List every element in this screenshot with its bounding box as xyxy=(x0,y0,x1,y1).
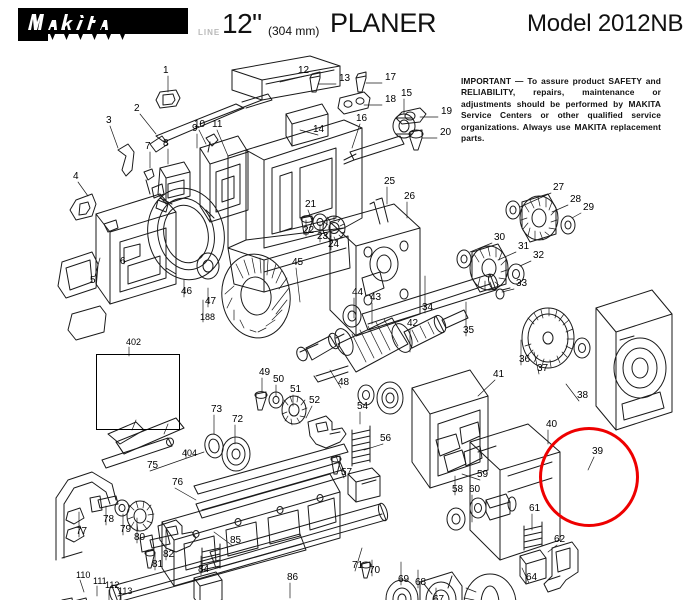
makita-logo xyxy=(18,6,188,46)
callout-number-86: 86 xyxy=(287,572,299,583)
callout-number-58: 58 xyxy=(452,484,464,495)
callout-number-67: 67 xyxy=(433,594,445,600)
model-number-label: Model 2012NB xyxy=(527,10,684,37)
callout-number-45: 45 xyxy=(292,257,304,268)
callout-number-21: 21 xyxy=(305,199,317,210)
callout-number-112: 112 xyxy=(105,580,120,590)
callout-number-37: 37 xyxy=(537,363,549,374)
callout-number-11: 11 xyxy=(212,119,223,130)
callout-number-25: 25 xyxy=(384,176,396,187)
callout-number-3: 3 xyxy=(106,115,112,126)
size-metric-label: (304 mm) xyxy=(268,24,320,38)
callout-number-4: 4 xyxy=(73,171,79,182)
callout-number-12: 12 xyxy=(298,65,310,76)
callout-number-75: 75 xyxy=(147,460,159,471)
callout-number-26: 26 xyxy=(404,191,416,202)
callout-number-73: 73 xyxy=(211,404,223,415)
callout-number-77: 77 xyxy=(76,526,88,537)
callout-number-110: 110 xyxy=(76,570,91,580)
callout-number-85: 85 xyxy=(230,535,242,546)
callout-number-61: 61 xyxy=(529,503,541,514)
callout-number-43: 43 xyxy=(370,292,382,303)
callout-number-6: 6 xyxy=(120,256,126,267)
callout-number-28: 28 xyxy=(570,194,582,205)
callout-number-30: 30 xyxy=(494,232,506,243)
callout-number-78: 78 xyxy=(103,514,115,525)
callout-number-40: 40 xyxy=(546,419,558,430)
callout-number-76: 76 xyxy=(172,477,184,488)
callout-number-36: 36 xyxy=(519,354,531,365)
callout-number-27: 27 xyxy=(553,182,565,193)
callout-number-22: 22 xyxy=(303,225,315,236)
callout-number-402: 402 xyxy=(126,337,142,347)
callout-number-57: 57 xyxy=(341,467,353,478)
callout-number-5: 5 xyxy=(90,275,96,286)
callout-number-42: 42 xyxy=(407,318,419,329)
callout-number-29: 29 xyxy=(583,202,595,213)
product-type-label: PLANER xyxy=(330,8,437,38)
callout-number-44: 44 xyxy=(352,287,364,298)
callout-number-46: 46 xyxy=(181,286,193,297)
exploded-parts-diagram xyxy=(0,52,700,600)
callout-number-34: 34 xyxy=(422,302,434,313)
callout-number-56: 56 xyxy=(380,433,392,444)
callout-number-64: 64 xyxy=(526,572,538,583)
callout-number-9: 9 xyxy=(192,123,198,134)
callout-number-20: 20 xyxy=(440,127,452,138)
callout-number-18: 18 xyxy=(385,94,397,105)
callout-number-1: 1 xyxy=(163,65,169,76)
callout-number-50: 50 xyxy=(273,374,285,385)
callout-number-41: 41 xyxy=(493,369,505,380)
callout-number-72: 72 xyxy=(232,414,244,425)
callout-number-404: 404 xyxy=(182,448,198,458)
callout-number-188: 188 xyxy=(200,312,216,322)
callout-number-79: 79 xyxy=(120,524,132,535)
callout-number-52: 52 xyxy=(309,395,321,406)
callout-number-70: 70 xyxy=(369,565,381,576)
callout-number-2: 2 xyxy=(134,103,140,114)
important-notice-text: IMPORTANT — To assure product SAFETY and… xyxy=(461,76,661,144)
callout-number-33: 33 xyxy=(516,278,528,289)
callout-number-47: 47 xyxy=(205,296,217,307)
callout-number-23: 23 xyxy=(317,231,329,242)
callout-number-39: 39 xyxy=(592,446,604,457)
callout-number-59: 59 xyxy=(477,469,489,480)
callout-number-14: 14 xyxy=(313,124,325,135)
callout-number-80: 80 xyxy=(134,532,146,543)
callout-number-84: 84 xyxy=(198,564,210,575)
callout-number-54: 54 xyxy=(357,401,369,412)
callout-number-71: 71 xyxy=(352,560,364,571)
callout-number-111: 111 xyxy=(93,576,107,586)
callout-number-10: 10 xyxy=(194,119,206,130)
callout-number-17: 17 xyxy=(385,72,397,83)
callout-number-51: 51 xyxy=(290,384,302,395)
size-imperial-label: 12" xyxy=(222,8,262,39)
callout-number-62: 62 xyxy=(554,534,566,545)
callout-number-69: 69 xyxy=(398,574,410,585)
callout-number-49: 49 xyxy=(259,367,271,378)
accessory-inset-frame xyxy=(96,354,180,430)
callout-number-31: 31 xyxy=(518,241,530,252)
callout-number-24: 24 xyxy=(328,239,340,250)
callout-number-81: 81 xyxy=(152,559,164,570)
callout-number-15: 15 xyxy=(401,88,413,99)
callout-number-16: 16 xyxy=(356,113,368,124)
callout-number-32: 32 xyxy=(533,250,545,261)
page-header: LINE 12" (304 mm) PLANER Model 2012NB xyxy=(0,0,700,56)
callout-number-8: 8 xyxy=(163,138,169,149)
callout-number-35: 35 xyxy=(463,325,475,336)
callout-number-82: 82 xyxy=(163,549,175,560)
callout-number-48: 48 xyxy=(338,377,350,388)
line-mark-text: LINE xyxy=(198,28,221,37)
diagram-linework xyxy=(55,55,673,600)
callout-number-13: 13 xyxy=(339,73,351,84)
callout-number-19: 19 xyxy=(441,106,453,117)
callout-number-68: 68 xyxy=(415,577,427,588)
callout-number-7: 7 xyxy=(145,141,151,152)
callout-number-38: 38 xyxy=(577,390,589,401)
callout-number-113: 113 xyxy=(118,586,133,596)
callout-number-60: 60 xyxy=(469,484,481,495)
